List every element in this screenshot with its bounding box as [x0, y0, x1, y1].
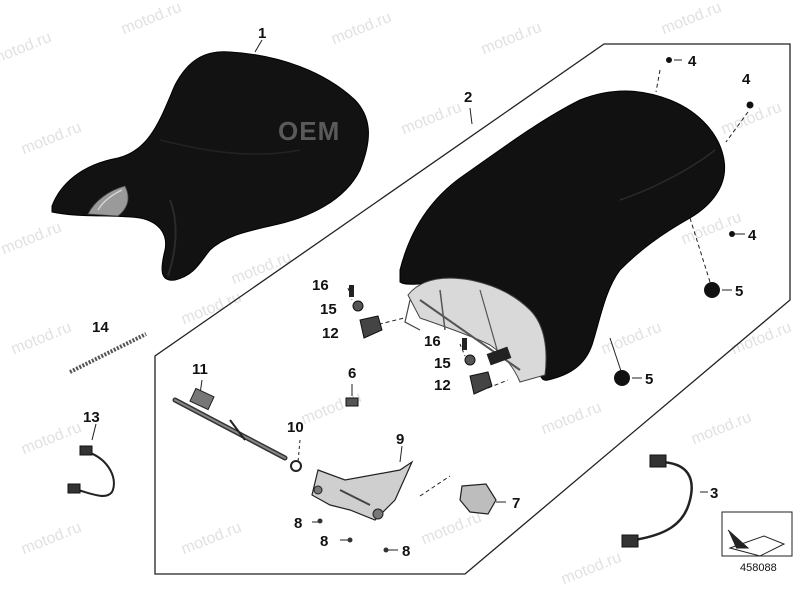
callout-6: 6: [348, 365, 357, 382]
washer-part: [290, 460, 302, 472]
callout-9: 9: [396, 431, 405, 448]
callout-4: 4: [688, 53, 697, 70]
lock-housing-part: [459, 483, 497, 515]
callout-8: 8: [294, 515, 303, 532]
lock-cable-part: [172, 387, 288, 461]
callout-16: 16: [312, 277, 329, 294]
fastener-set-left: [349, 285, 383, 339]
callout-13: 13: [83, 409, 100, 426]
oem-mark: OEM: [278, 116, 341, 146]
rear-seat: [399, 90, 726, 383]
rubber-plug-parts: [666, 57, 754, 237]
cable-tie-part: [69, 332, 147, 374]
callout-10: 10: [287, 419, 304, 436]
callout-8: 8: [402, 543, 411, 560]
wiring-harness-part: [67, 445, 115, 497]
callout-3: 3: [710, 485, 719, 502]
fastener-set-right: [462, 338, 493, 395]
screw-parts: [317, 518, 389, 553]
reference-box: [721, 511, 793, 557]
callout-2: 2: [464, 89, 473, 106]
callout-5: 5: [645, 371, 654, 388]
callout-5: 5: [735, 283, 744, 300]
assembly-frame: [154, 43, 791, 575]
callout-14: 14: [92, 319, 109, 336]
callout-15: 15: [320, 301, 337, 318]
callout-4: 4: [742, 71, 751, 88]
callout-7: 7: [512, 495, 521, 512]
cable-part-3: [621, 454, 693, 548]
clip-part: [345, 397, 359, 407]
callout-15: 15: [434, 355, 451, 372]
callout-12: 12: [322, 325, 339, 342]
callout-12: 12: [434, 377, 451, 394]
callout-16: 16: [424, 333, 441, 350]
front-seat: [51, 51, 369, 281]
rubber-buffer-parts: [614, 282, 720, 386]
callout-11: 11: [192, 361, 208, 378]
callout-1: 1: [258, 25, 267, 42]
latch-bracket-part: [311, 460, 414, 521]
reference-number: 458088: [740, 562, 777, 574]
callout-4: 4: [748, 227, 757, 244]
callout-8: 8: [320, 533, 329, 550]
